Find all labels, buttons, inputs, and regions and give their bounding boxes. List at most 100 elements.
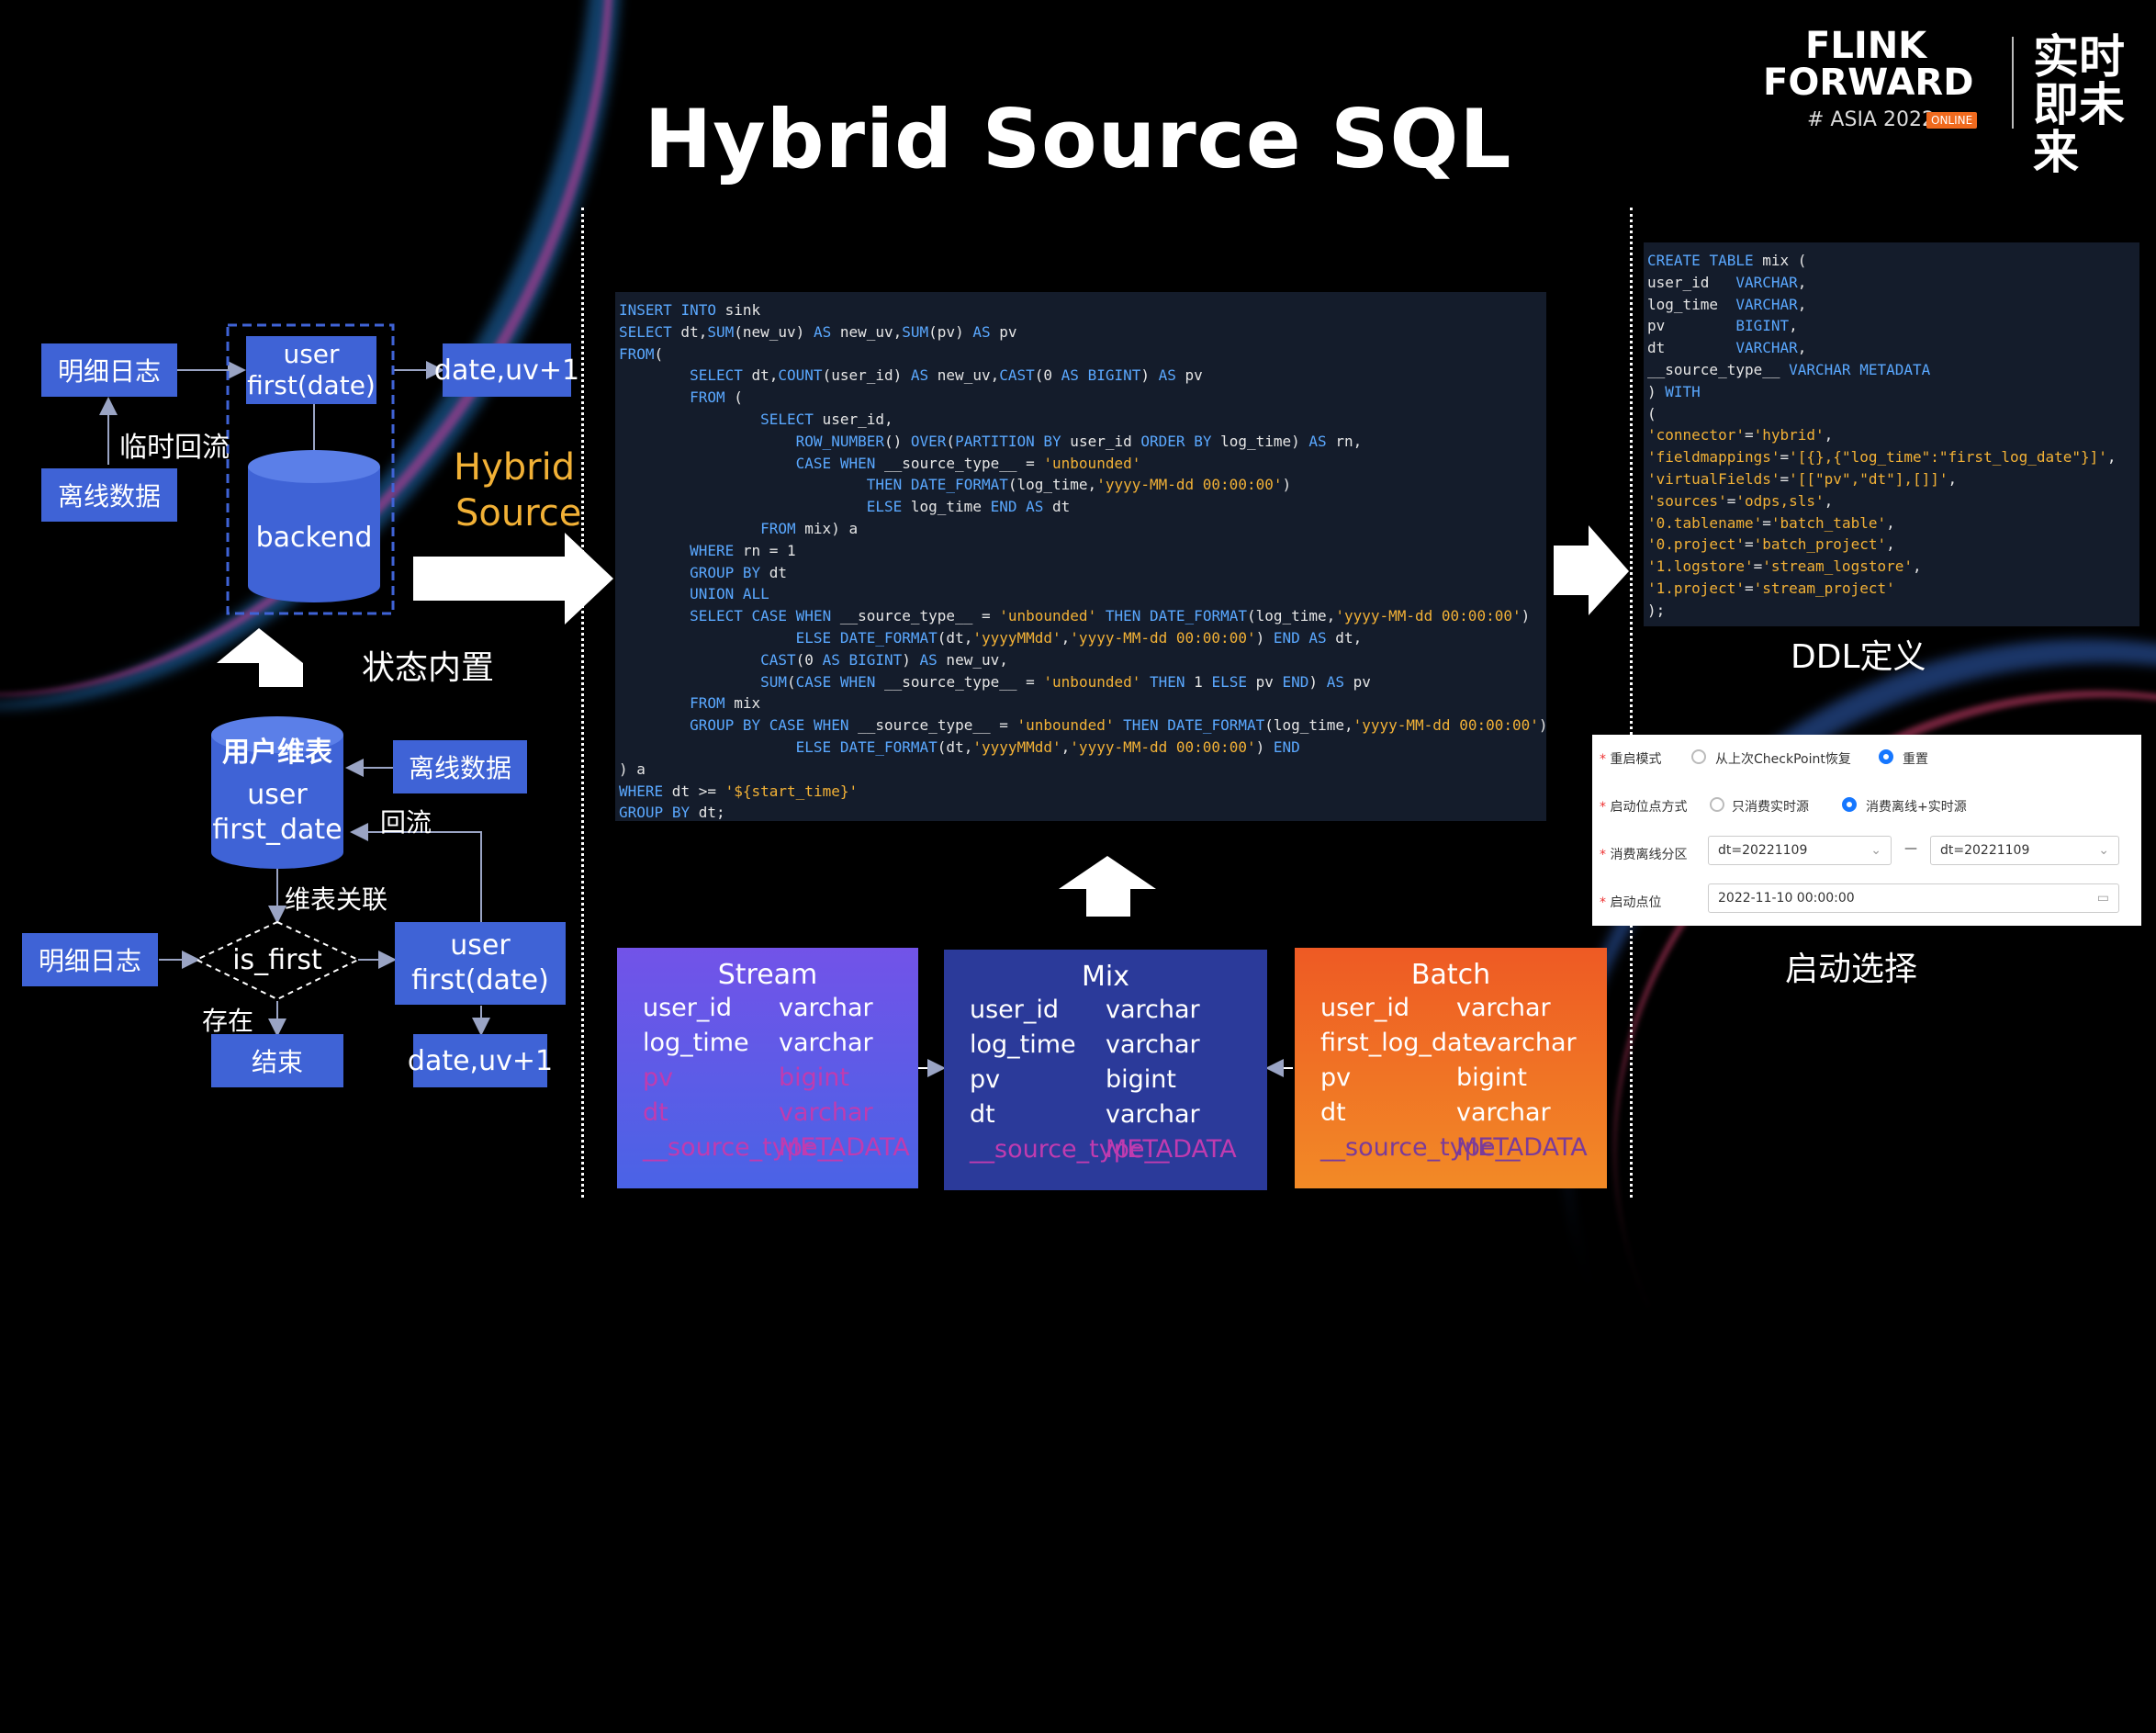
field-type: varchar <box>779 994 873 1022</box>
code-line: '1.logstore'='stream_logstore', <box>1647 557 1922 576</box>
code-line: SELECT dt,SUM(new_uv) AS new_uv,SUM(pv) … <box>619 322 1017 341</box>
code-line: FROM( <box>619 344 664 363</box>
offline-data-box: 离线数据 <box>41 468 177 522</box>
backend-label: backend <box>255 522 373 554</box>
code-line: ELSE DATE_FORMAT(dt,'yyyyMMdd','yyyy-MM-… <box>795 628 1363 647</box>
code-line: '1.project'='stream_project' <box>1647 579 1895 597</box>
field-type: varchar <box>1482 1029 1577 1057</box>
start-caption: 启动选择 <box>1785 951 1918 988</box>
code-line: ELSE DATE_FORMAT(dt,'yyyyMMdd','yyyy-MM-… <box>795 737 1300 756</box>
code-line: dt VARCHAR, <box>1647 339 1807 357</box>
start-options-form: 重启模式 从上次CheckPoint恢复 重置 启动位点方式 只消费实时源 消费… <box>1592 735 2141 926</box>
table-row: __source_type__METADATA <box>970 1132 1267 1167</box>
field-type: varchar <box>779 1098 873 1127</box>
code-line: 'sources'='odps,sls', <box>1647 491 1834 510</box>
is-first-label: is_first <box>232 944 322 976</box>
pos-opt1-label: 只消费实时源 <box>1732 800 1809 815</box>
start-point-input[interactable]: 2022-11-10 00:00:00▭ <box>1708 883 2119 913</box>
code-line: ELSE log_time END AS dt <box>866 498 1071 516</box>
ddl-code-panel: CREATE TABLE mix ( user_id VARCHAR, log_ti… <box>1644 242 2139 626</box>
field-name: log_time <box>643 1029 749 1057</box>
code-line: CASE WHEN __source_type__ = 'unbounded' <box>795 454 1141 472</box>
code-line: CAST(0 AS BIGINT) AS new_uv, <box>760 650 1008 669</box>
code-line: UNION ALL <box>690 585 769 603</box>
date-uv-box: date,uv+1 <box>434 343 579 397</box>
flink-forward-logo: FLINK FORWARD <box>1763 28 1973 101</box>
user-first-box-2: user first(date) <box>395 922 566 1005</box>
code-line: FROM ( <box>690 388 743 407</box>
restart-opt1-label: 从上次CheckPoint恢复 <box>1715 752 1851 767</box>
code-line: INSERT INTO sink <box>619 301 761 319</box>
connector-layer <box>99 323 2125 1077</box>
logo-divider <box>2012 37 2014 129</box>
logo-sub: # ASIA 2022 <box>1807 108 1935 131</box>
code-line: FROM mix <box>690 694 761 713</box>
partition-to-select[interactable]: dt=20221109 ⌄ <box>1930 836 2119 865</box>
source-label: Source <box>455 492 582 535</box>
offline-data-box-2: 离线数据 <box>393 740 527 793</box>
restart-opt2-radio[interactable] <box>1879 749 1893 764</box>
dim-join-label: 维表关联 <box>285 884 388 915</box>
pos-opt1-radio[interactable] <box>1710 797 1724 812</box>
divider-right <box>1630 208 1633 1198</box>
field-name: first_log_date <box>1320 1029 1488 1057</box>
table-name: Stream <box>717 959 818 991</box>
field-type: METADATA <box>779 1133 910 1162</box>
temp-backflow-label: 临时回流 <box>119 432 230 464</box>
table-row: __source_type__METADATA <box>1320 1131 1607 1165</box>
field-name: log_time <box>970 1030 1076 1059</box>
table-row: pv bigint <box>1320 1061 1607 1096</box>
code-line: 'virtualFields'='[["pv","dt"],[]]', <box>1647 469 1958 488</box>
code-line: user_id VARCHAR, <box>1647 273 1807 291</box>
code-line: log_time VARCHAR, <box>1647 295 1807 313</box>
field-name: dt <box>643 1098 668 1127</box>
dim-table-label: 用户维表 <box>222 737 332 769</box>
date-uv-box-2: date,uv+1 <box>408 1034 553 1087</box>
detail-log-box: 明细日志 <box>41 343 177 397</box>
field-type: varchar <box>1456 994 1551 1022</box>
code-line: FROM mix) a <box>760 519 859 537</box>
end-box: 结束 <box>211 1034 343 1087</box>
field-type: varchar <box>1106 996 1200 1024</box>
table-row: user_id varchar <box>643 991 918 1026</box>
chevron-down-icon: ⌄ <box>2098 843 2109 858</box>
code-line: SELECT dt,COUNT(user_id) AS new_uv,CAST(… <box>690 366 1203 385</box>
page-title: Hybrid Source SQL <box>644 92 1512 186</box>
table-row: log_time varchar <box>643 1026 918 1061</box>
start-point-label: 启动点位 <box>1600 893 1661 911</box>
partition-to-value: dt=20221109 <box>1940 843 2030 858</box>
field-type: varchar <box>779 1029 873 1057</box>
table-row: __source_type__METADATA <box>643 1131 918 1165</box>
restart-opt1-radio[interactable] <box>1691 749 1706 764</box>
chevron-down-icon: ⌄ <box>1870 843 1881 858</box>
pos-opt2-label: 消费离线+实时源 <box>1866 800 1967 815</box>
online-badge: ONLINE <box>1926 112 1978 129</box>
code-line: CREATE TABLE mix ( <box>1647 252 1807 269</box>
field-name: pv <box>1320 1063 1352 1092</box>
field-type: METADATA <box>1456 1133 1588 1162</box>
code-line: ) WITH <box>1647 382 1701 400</box>
field-type: varchar <box>1456 1098 1551 1127</box>
field-type: bigint <box>1456 1063 1527 1092</box>
code-line: SELECT CASE WHEN __source_type__ = 'unbo… <box>690 607 1531 625</box>
partition-from-select[interactable]: dt=20221109⌄ <box>1708 836 1892 865</box>
code-line: ROW_NUMBER() OVER(PARTITION BY user_id O… <box>795 432 1363 450</box>
code-line: '0.project'='batch_project', <box>1647 535 1895 554</box>
exists-label: 存在 <box>202 1006 254 1036</box>
detail-log-box-2: 明细日志 <box>22 933 158 986</box>
pos-opt2-radio[interactable] <box>1842 797 1857 812</box>
code-line: __source_type__ VARCHAR METADATA <box>1647 360 1931 378</box>
state-builtin-label: 状态内置 <box>362 649 495 687</box>
field-name: __source_type__ <box>970 1135 1170 1164</box>
field-name: user_id <box>643 994 733 1022</box>
field-name: pv <box>970 1065 1001 1094</box>
field-type: varchar <box>1106 1100 1200 1129</box>
table-row: dt varchar <box>643 1096 918 1131</box>
